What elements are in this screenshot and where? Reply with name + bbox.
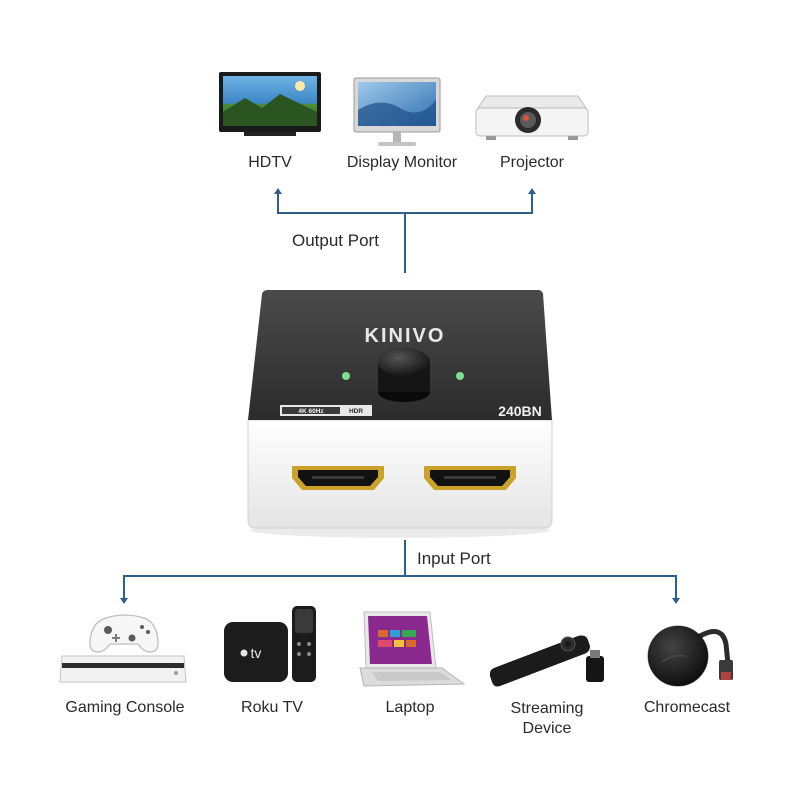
input-arrowheads: [120, 598, 680, 604]
device-label-gaming-console: Gaming Console: [65, 699, 185, 716]
device-label-projector: Projector: [499, 154, 565, 171]
hdmi-switch-icon: KINIVO 4K 60Hz HDR 240BN: [247, 290, 553, 538]
spec-badge: 4K 60Hz HDR: [280, 405, 372, 416]
device-label-display-monitor: Display Monitor: [346, 154, 458, 171]
laptop-icon: [359, 611, 466, 687]
led-left: [342, 372, 350, 380]
output-connector-lines: [277, 192, 533, 273]
projector-icon: [475, 95, 589, 140]
device-label-hdtv: HDTV: [248, 154, 292, 171]
output-arrowheads: [274, 188, 536, 194]
chromecast-icon: [647, 625, 733, 687]
svg-text:tv: tv: [251, 645, 262, 661]
input-port-label: Input Port: [417, 549, 491, 568]
device-label-chromecast: Chromecast: [643, 699, 731, 716]
switch-brand: KINIVO: [365, 325, 446, 347]
device-label-roku-tv: Roku TV: [241, 699, 303, 716]
switch-model: 240BN: [498, 403, 542, 419]
output-port-label: Output Port: [292, 231, 379, 250]
display-monitor-icon: [353, 77, 441, 146]
streaming-device-icon: [489, 635, 604, 687]
hdmi-port-left: [292, 466, 384, 490]
badge-sub: HDR: [349, 408, 363, 415]
hdmi-port-right: [424, 466, 516, 490]
roku-tv-icon: tv: [224, 606, 316, 682]
hdtv-icon: [219, 72, 321, 136]
led-right: [456, 372, 464, 380]
input-connector-lines: [123, 540, 677, 600]
badge-main: 4K 60Hz: [298, 408, 324, 415]
device-label-streaming-device: Streaming Device: [510, 700, 584, 737]
gaming-console-icon: [59, 614, 187, 683]
selector-knob: [378, 348, 430, 402]
device-label-laptop: Laptop: [385, 699, 435, 716]
